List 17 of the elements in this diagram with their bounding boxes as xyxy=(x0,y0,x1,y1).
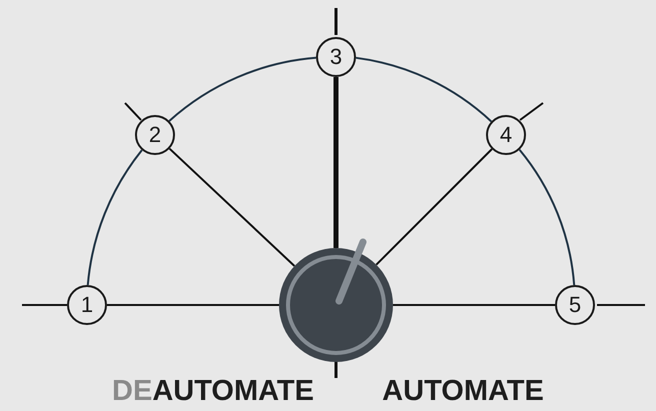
spoke-line xyxy=(376,148,493,266)
spoke-line xyxy=(107,304,279,306)
position-number: 2 xyxy=(135,115,175,155)
spoke-line xyxy=(393,304,555,306)
arc-line xyxy=(356,56,492,122)
arc-line xyxy=(518,149,576,286)
arc-line xyxy=(168,56,316,122)
knob-icon xyxy=(279,236,393,362)
position-number: 3 xyxy=(316,37,356,77)
arc-line xyxy=(86,150,143,286)
mode-label: DEAUTOMATE xyxy=(112,375,314,408)
spoke-line xyxy=(168,148,296,267)
mode-label: AUTOMATE xyxy=(382,375,544,408)
position-number: 5 xyxy=(555,285,595,325)
spoke-line xyxy=(334,77,338,248)
position-number: 1 xyxy=(67,285,107,325)
position-number: 4 xyxy=(486,115,526,155)
